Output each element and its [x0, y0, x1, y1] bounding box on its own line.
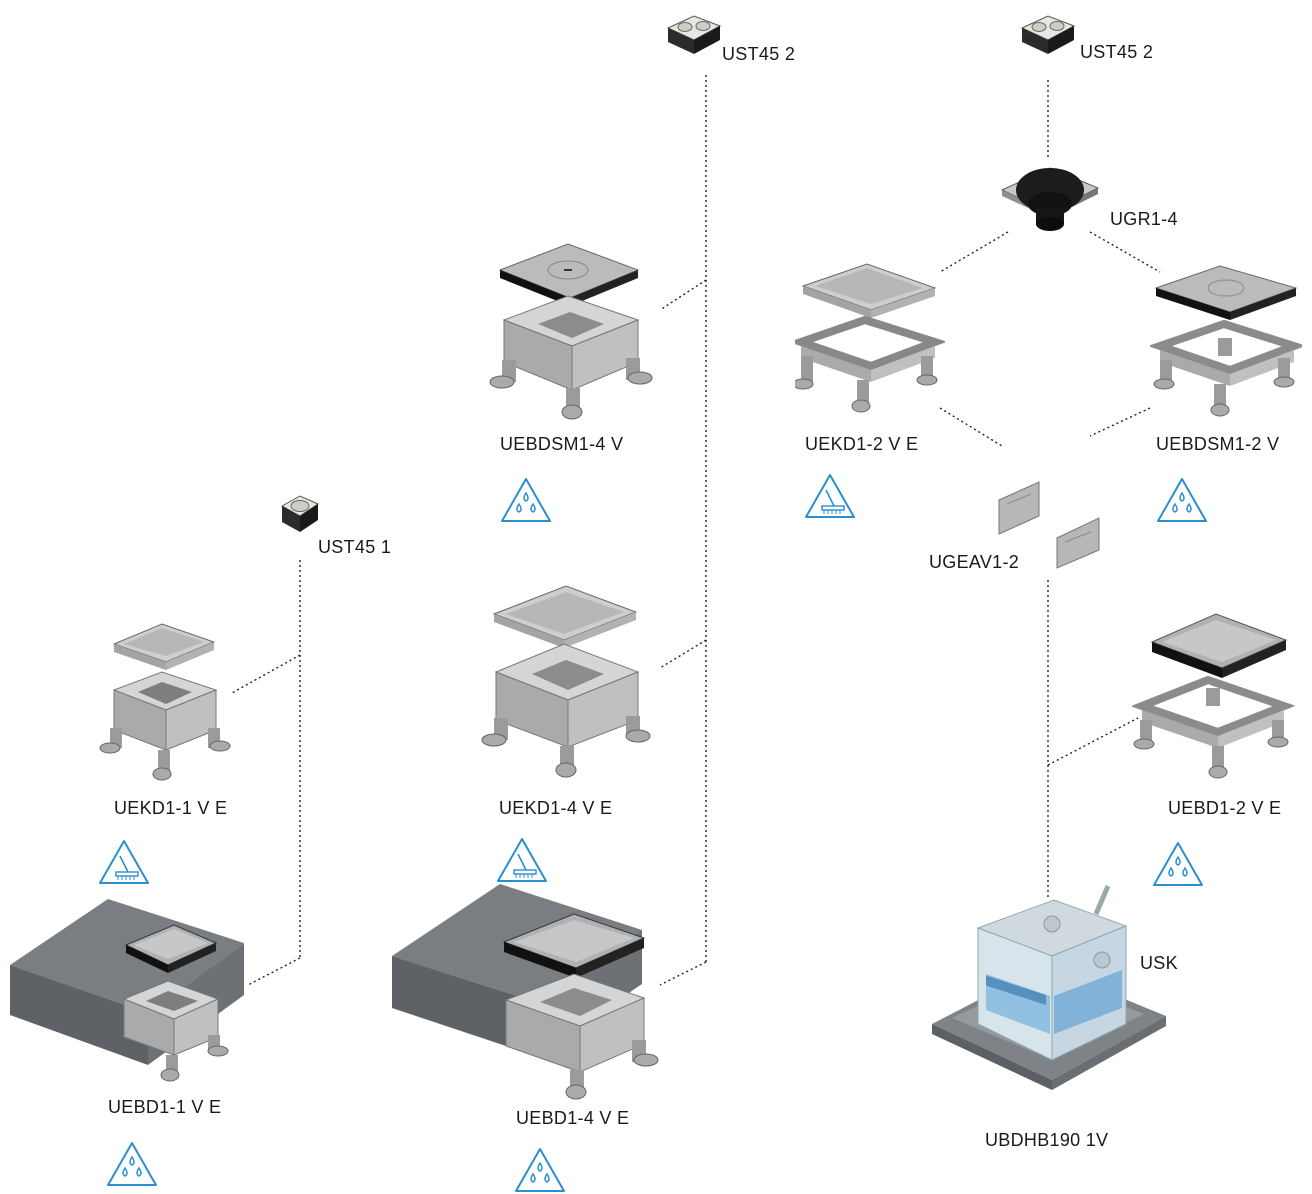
installation-box-usk-image — [932, 885, 1166, 1090]
floor-box-uebdsm1-4-image — [489, 243, 653, 420]
socket-insert-double-image — [666, 15, 722, 54]
label-uekd1-2-v-e: UEKD1-2 V E — [805, 434, 919, 454]
floor-box-uebd1-1-image — [10, 899, 244, 1082]
water-drops-icon — [515, 1148, 565, 1192]
label-uebdsm1-4-v: UEBDSM1-4 V — [500, 434, 624, 454]
label-uebdsm1-2-v: UEBDSM1-2 V — [1156, 434, 1280, 454]
round-device-plate-image — [1000, 167, 1100, 231]
floor-box-uekd1-4-image — [481, 585, 651, 778]
water-drops-icon — [1157, 478, 1207, 522]
cleaning-brush-icon — [99, 840, 149, 884]
floor-box-uekd1-1-image — [99, 623, 231, 781]
floor-box-uebd1-2-image — [1132, 613, 1296, 779]
label-uebd1-4-v-e: UEBD1-4 V E — [516, 1108, 630, 1128]
socket-insert-single-image — [280, 495, 320, 532]
label-uekd1-4-v-e: UEKD1-4 V E — [499, 798, 613, 818]
water-drops-icon — [1153, 842, 1203, 886]
label-ugr1-4: UGR1-4 — [1110, 209, 1178, 229]
floor-box-uekd1-2-image — [795, 263, 945, 413]
floor-box-uebdsm1-2-image — [1150, 265, 1302, 417]
label-uebd1-1-v-e: UEBD1-1 V E — [108, 1097, 222, 1117]
label-ubdhb190-1v: UBDHB190 1V — [985, 1130, 1109, 1150]
label-uekd1-1-v-e: UEKD1-1 V E — [114, 798, 228, 818]
cleaning-brush-icon — [497, 838, 547, 882]
cover-plates-image — [998, 481, 1100, 569]
water-drops-icon — [107, 1142, 157, 1186]
label-ugeav1-2: UGEAV1-2 — [929, 552, 1020, 572]
label-usk: USK — [1140, 953, 1178, 973]
floor-box-uebd1-4-image — [392, 884, 659, 1100]
label-ust45-2-right: UST45 2 — [1080, 42, 1154, 62]
label-uebd1-2-v-e: UEBD1-2 V E — [1168, 798, 1282, 818]
socket-insert-double-image — [1020, 15, 1076, 54]
label-ust45-1: UST45 1 — [318, 537, 392, 557]
label-ust45-2-center: UST45 2 — [722, 44, 796, 64]
water-drops-icon — [501, 478, 551, 522]
cleaning-brush-icon — [805, 474, 855, 518]
